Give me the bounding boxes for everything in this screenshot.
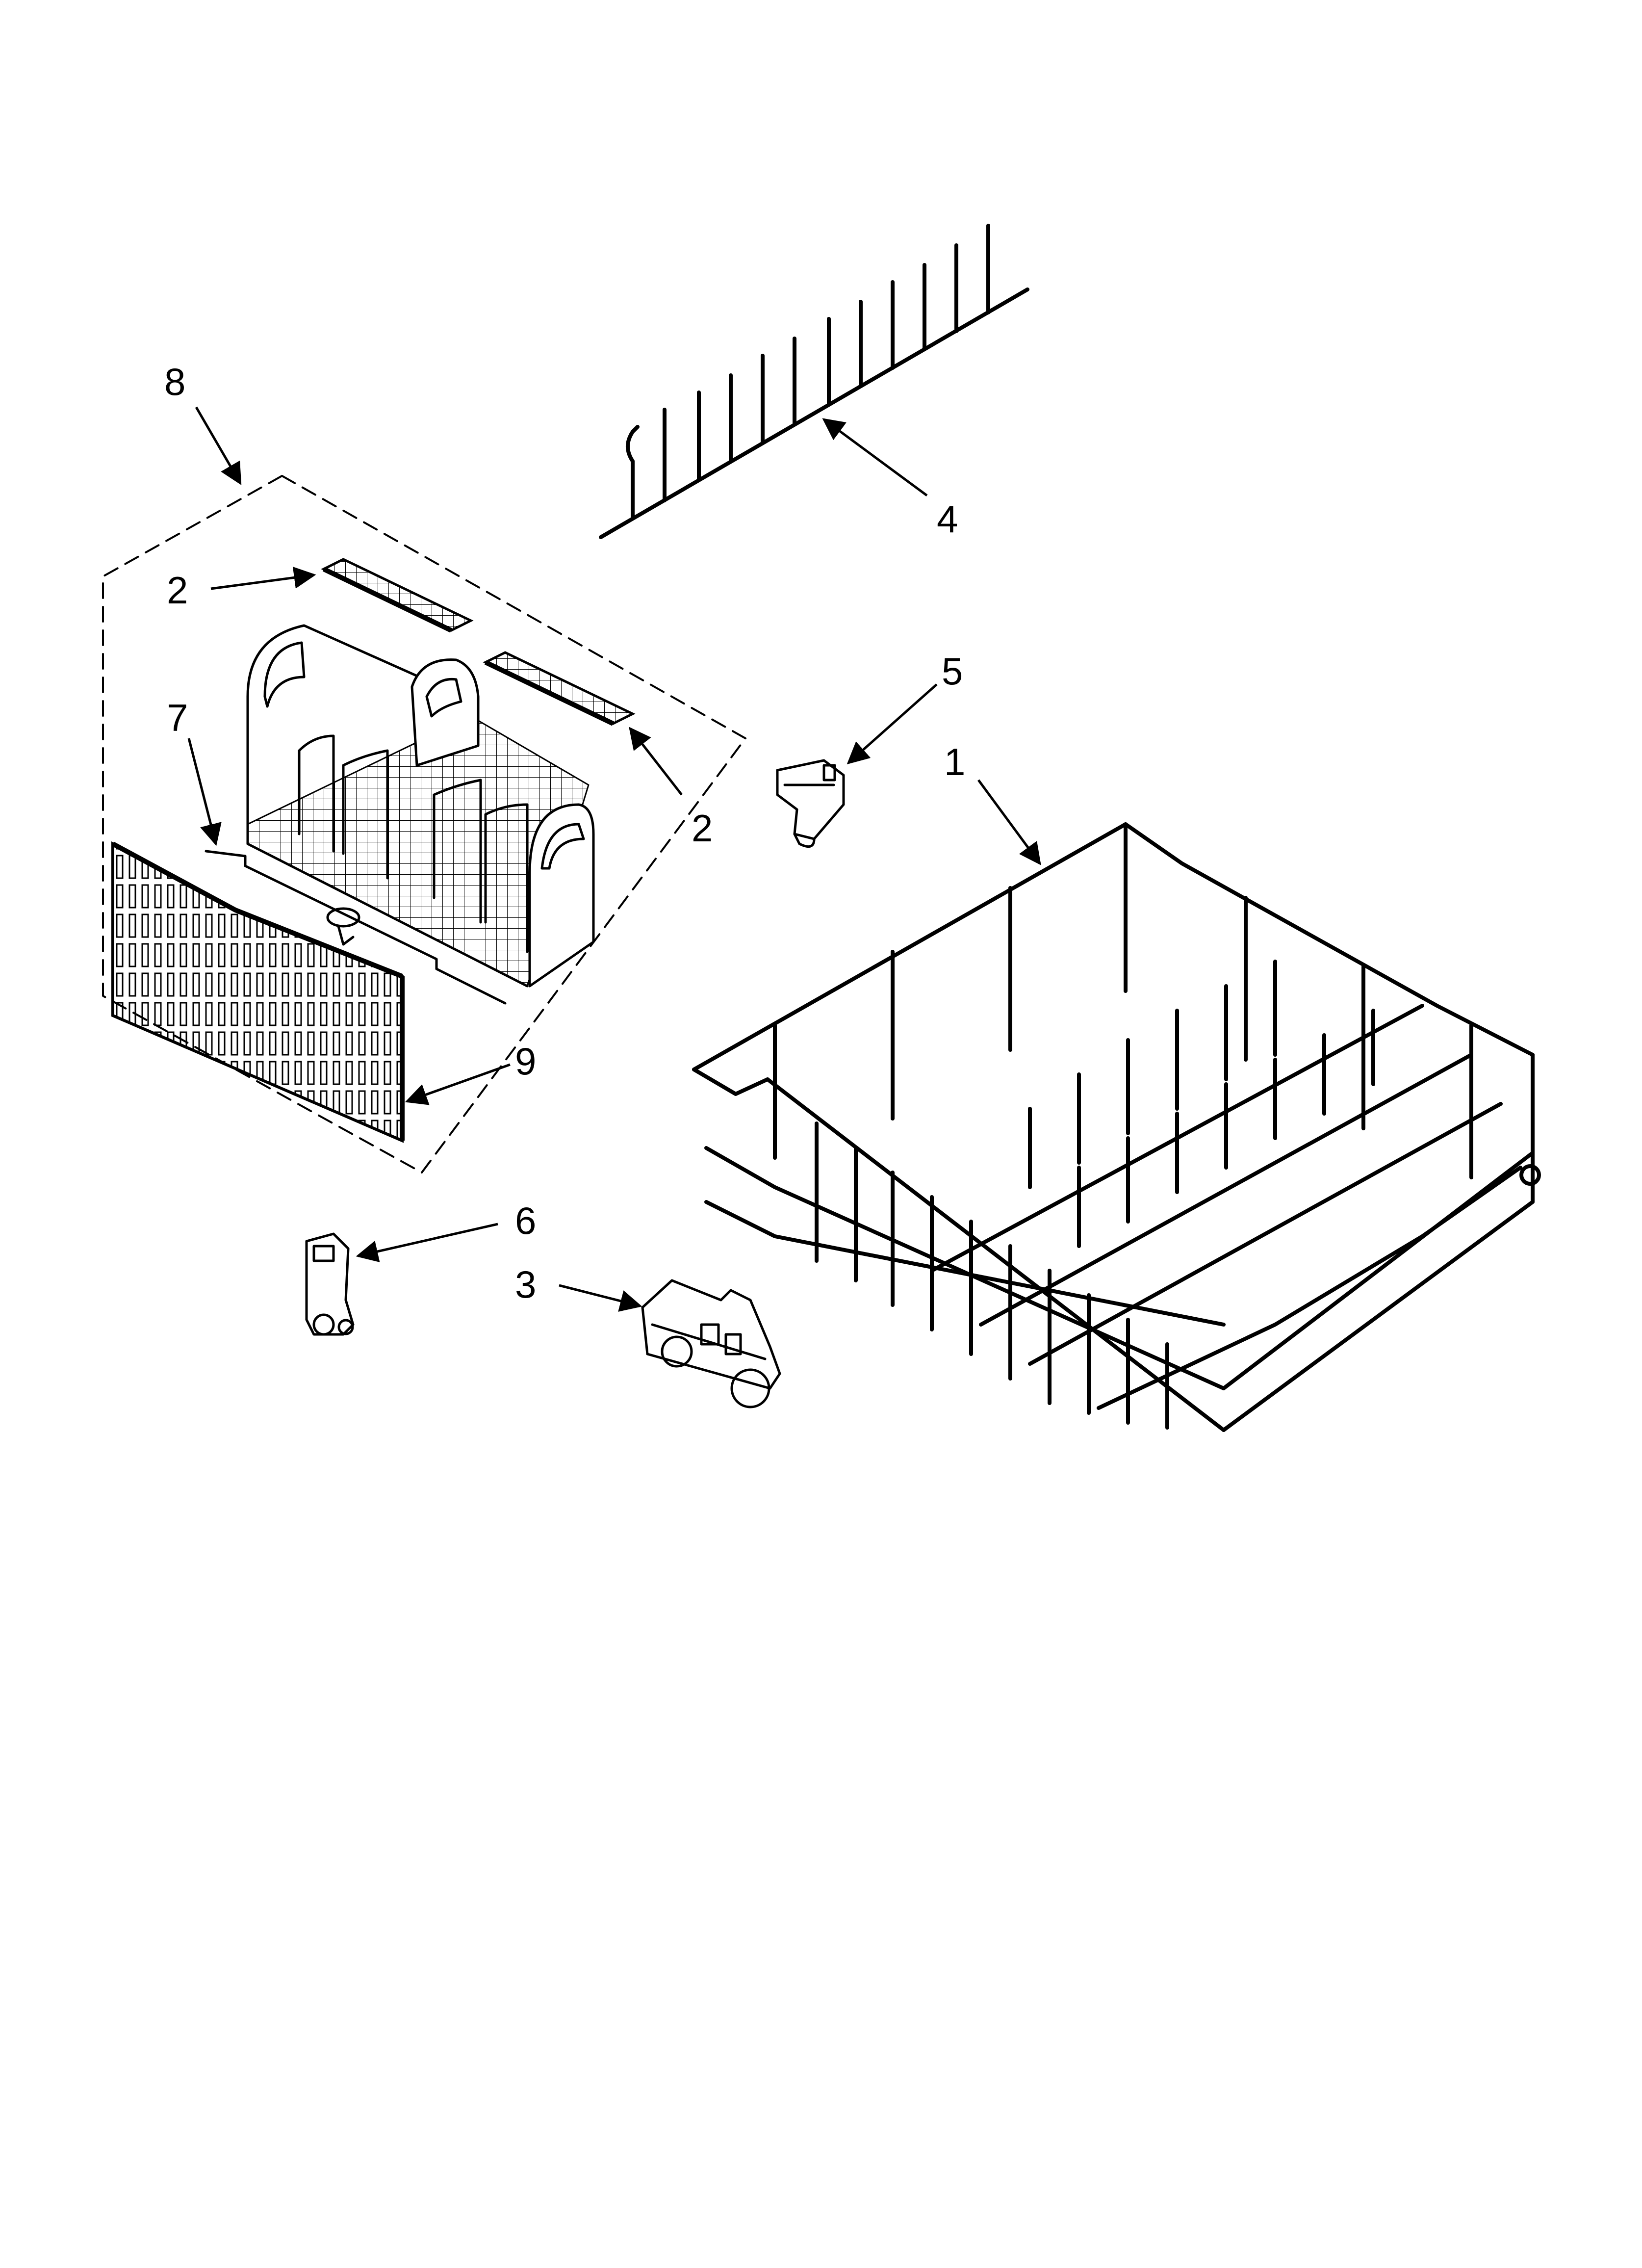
leader-basket-assembly: [195, 406, 242, 485]
leader-clip-upper: [847, 683, 938, 764]
leader-tine-row: [822, 418, 928, 497]
leader-cup-left: [210, 567, 316, 590]
callout-cup-left: 2: [167, 569, 188, 612]
clip-lower-part: [305, 1232, 355, 1336]
leader-rack: [977, 779, 1041, 865]
cup-shelf-left: [321, 558, 474, 633]
callout-divider: 7: [167, 696, 188, 739]
cup-shelf-right: [483, 651, 636, 726]
dishrack-part: [692, 822, 1541, 1432]
leader-clip-lower: [356, 1223, 498, 1262]
callout-basket-cover: 9: [515, 1040, 536, 1083]
callout-rack: 1: [944, 740, 965, 783]
callout-tine-row: 4: [937, 497, 958, 541]
callout-clip-lower: 6: [515, 1199, 536, 1242]
wheel-clip-assembly-part: [641, 1279, 781, 1408]
clip-upper-part: [776, 759, 845, 848]
callout-wheel-clip: 3: [515, 1263, 536, 1306]
basket-cover-part: [111, 841, 405, 1143]
basket-divider-part: [205, 850, 507, 1005]
leader-arrows: [187, 406, 1041, 1312]
callout-basket-assembly: 8: [164, 360, 185, 403]
leader-basket-cover: [405, 1063, 511, 1105]
basket-assembly-outline: [102, 475, 746, 1173]
tine-row-part: [599, 224, 1029, 539]
leader-divider: [187, 738, 222, 846]
callout-clip-upper: 5: [942, 650, 963, 693]
leader-wheel-clip: [559, 1284, 642, 1312]
callout-cup-right: 2: [692, 807, 713, 850]
silverware-basket: [246, 624, 595, 988]
callout-labels: 1 2 2 3 4 5 6 7 8 9: [164, 360, 965, 1306]
leader-cup-right: [629, 727, 683, 796]
